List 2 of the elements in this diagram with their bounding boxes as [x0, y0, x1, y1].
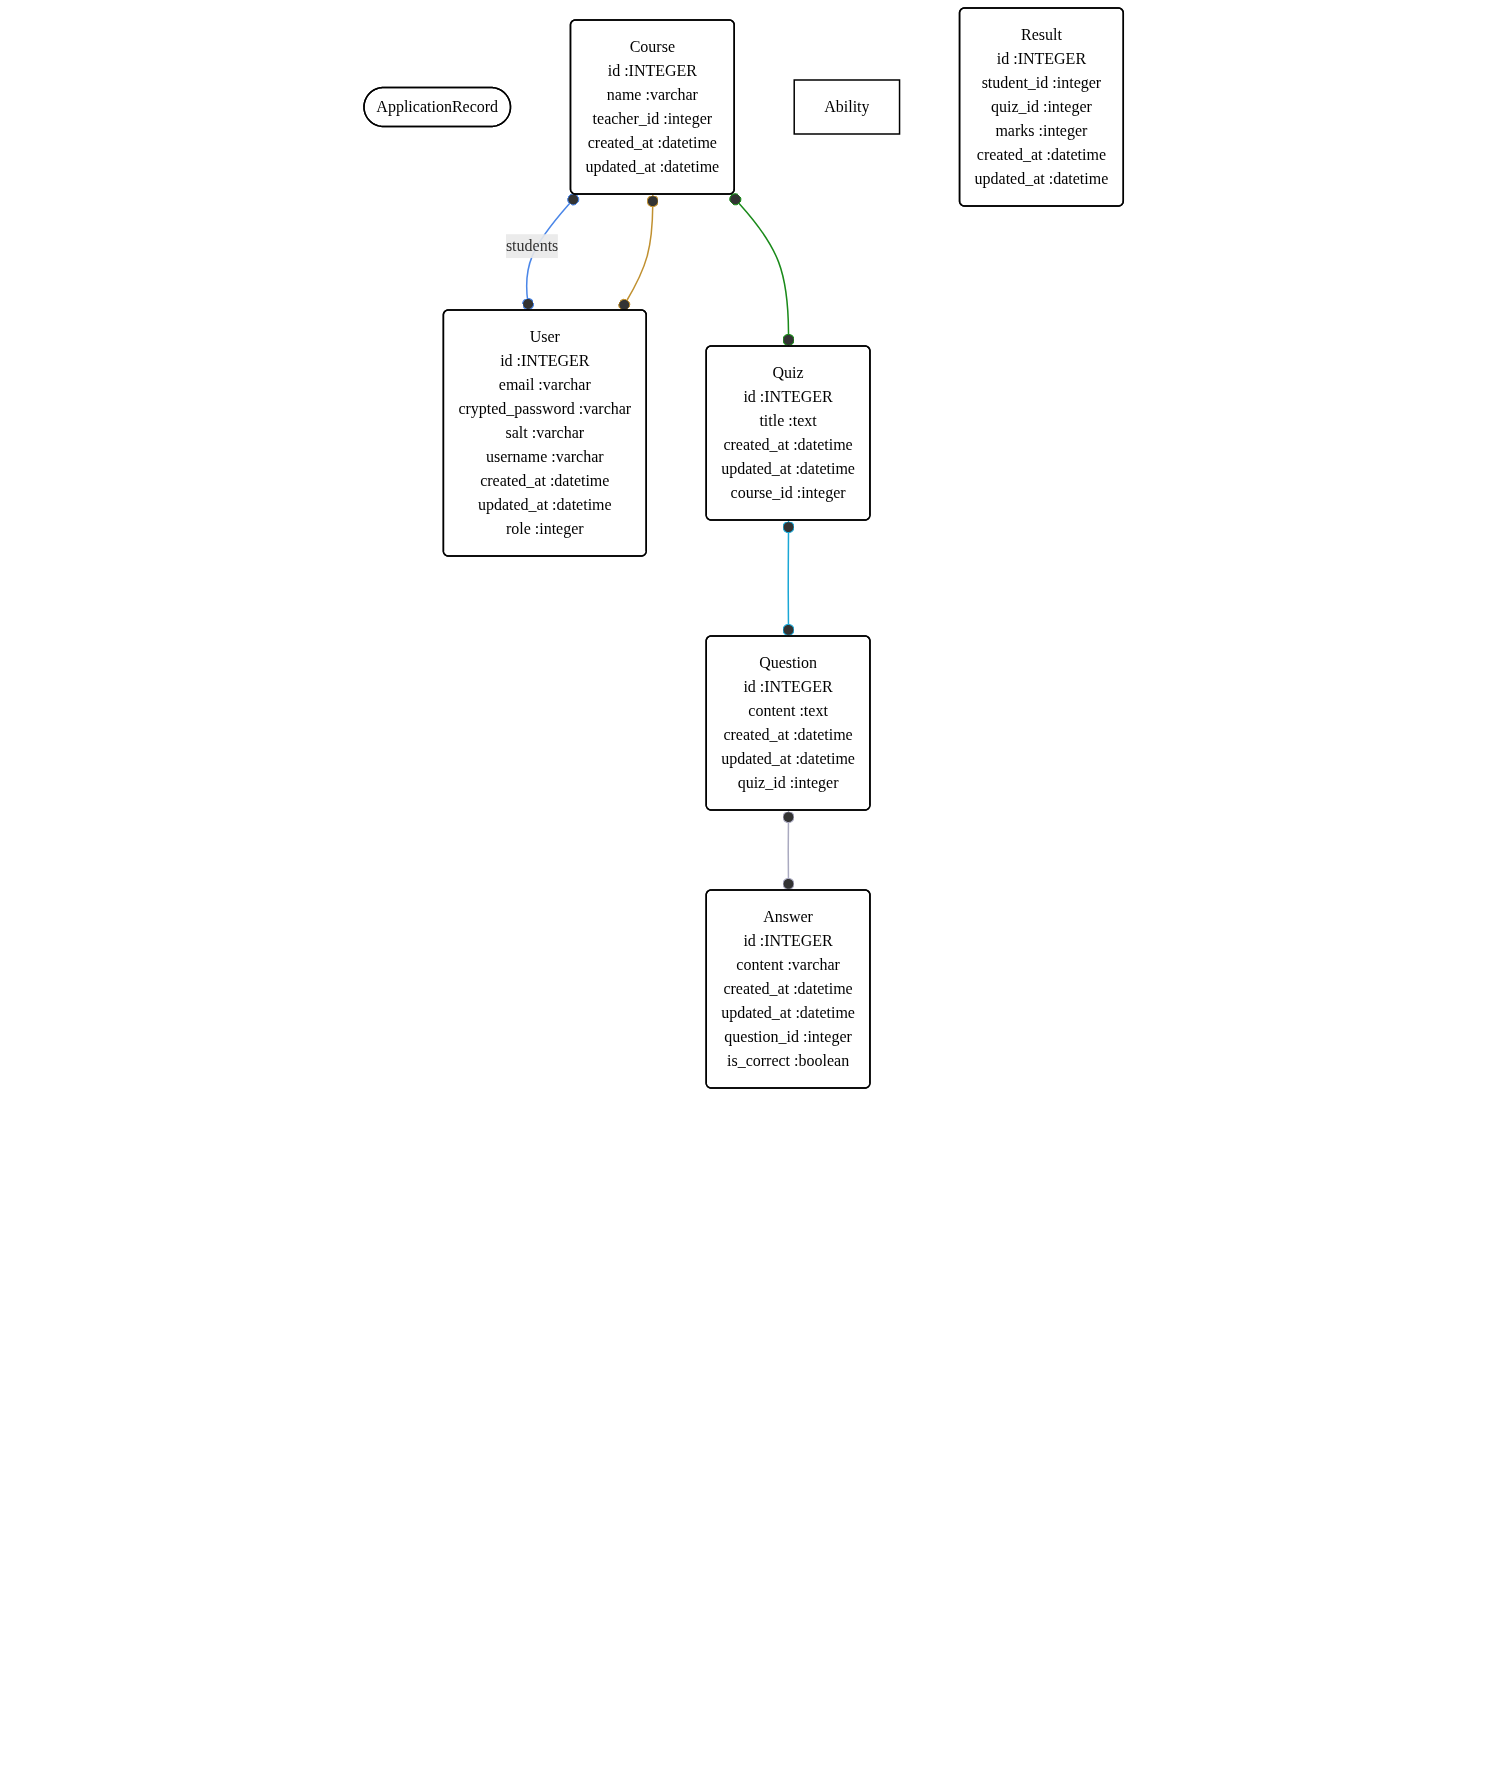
edge-label: students: [506, 237, 559, 255]
node-box: Ability: [793, 79, 901, 135]
